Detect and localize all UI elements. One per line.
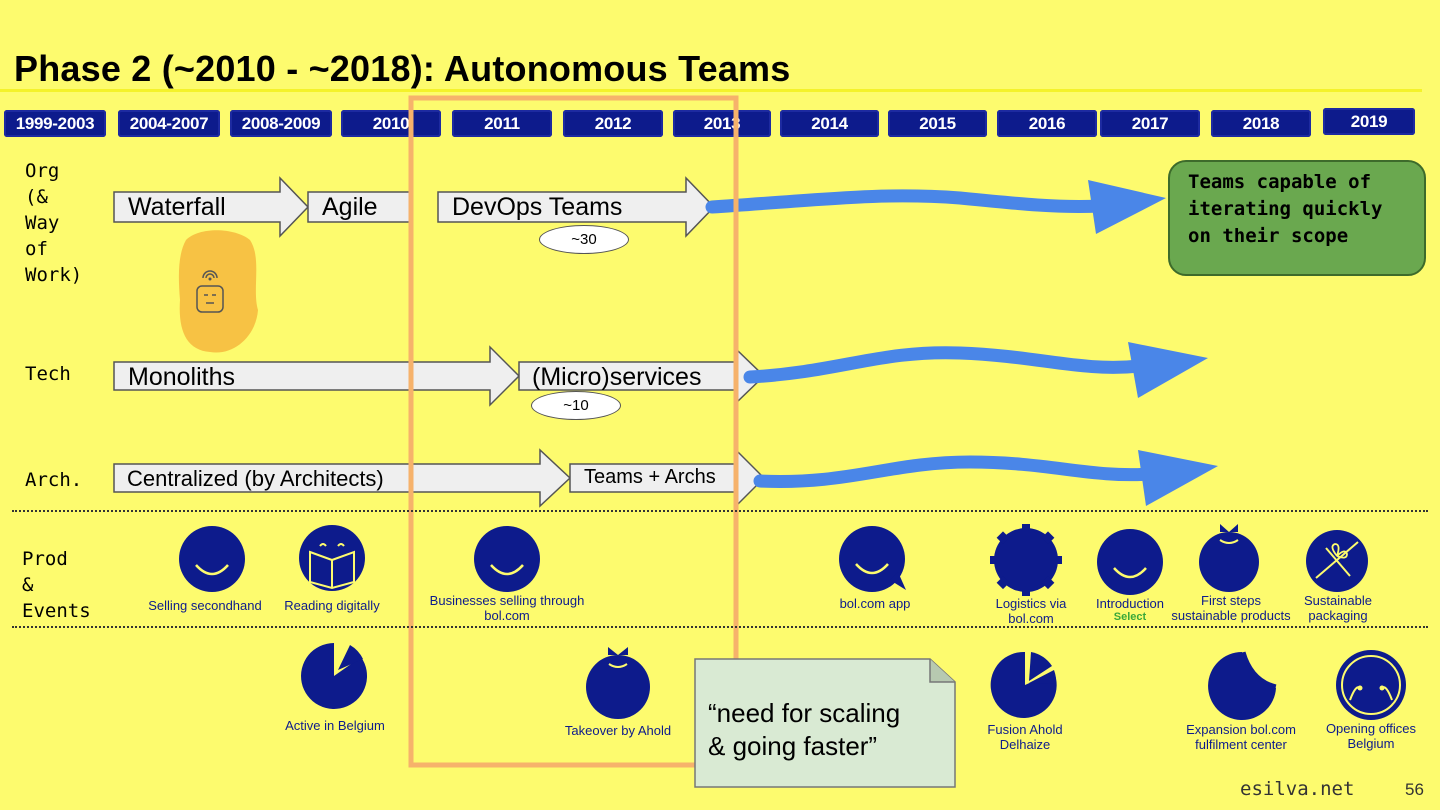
caption-active-belgium: Active in Belgium <box>285 718 385 733</box>
caption-expansion-fulfilment: Expansion bol.com fulfilment center <box>1186 722 1296 752</box>
chat-smile-icon <box>839 526 906 592</box>
caption-opening-offices: Opening offices Belgium <box>1325 721 1417 751</box>
arrow-waterfall <box>113 176 310 238</box>
arrow-label-centralized: Centralized (by Architects) <box>127 466 384 491</box>
caption-reading-digitally: Reading digitally <box>284 598 380 613</box>
orange-blob <box>178 230 258 353</box>
smile-ring-icon <box>1336 650 1406 720</box>
caption-introduction: Introduction <box>1096 596 1164 611</box>
robot-icon <box>196 270 224 313</box>
caption-takeover-ahold: Takeover by Ahold <box>564 723 672 738</box>
caption-sustainable-products: First steps sustainable products <box>1171 593 1291 623</box>
arrow-label-teams-archs: Teams + Archs <box>584 466 716 488</box>
smile-icon <box>1097 529 1163 595</box>
blue-arrowhead-tech <box>1128 342 1208 398</box>
separator-top <box>12 510 1428 512</box>
quote-note-shape <box>694 658 956 788</box>
arrow-label-microservices: (Micro)services <box>532 363 702 391</box>
row-label-org: Org (& Way of Work) <box>25 160 83 286</box>
arrow-label-devops: DevOps Teams <box>452 193 623 221</box>
row-label-arch: Arch. <box>25 469 83 491</box>
arrow-label-agile: Agile <box>322 193 378 221</box>
arrow-devops <box>437 176 716 238</box>
smile-icon <box>474 526 540 592</box>
year-2015: 2015 <box>888 110 987 137</box>
caption-selling-secondhand: Selling secondhand <box>148 598 262 613</box>
year-2018: 2018 <box>1211 110 1311 137</box>
book-smile-icon <box>299 525 365 591</box>
year-2008-2009: 2008-2009 <box>230 110 332 137</box>
year-2016: 2016 <box>997 110 1097 137</box>
separator-bottom <box>12 626 1428 628</box>
arrow-label-monoliths: Monoliths <box>128 363 235 391</box>
footer-site: esilva.net <box>1240 778 1355 800</box>
highlight-frame <box>408 95 739 768</box>
year-2014: 2014 <box>780 110 879 137</box>
row-label-tech: Tech <box>25 363 71 385</box>
quote-text: “need for scaling & going faster” <box>708 698 901 761</box>
year-2012: 2012 <box>563 110 663 137</box>
devops-teams-count-badge: ~30 <box>539 225 629 254</box>
bag-icon <box>1199 524 1259 592</box>
blue-arrow-tech <box>743 346 1147 384</box>
gear-icon <box>990 524 1062 596</box>
bag-icon <box>586 647 650 719</box>
pie-icon <box>990 651 1057 718</box>
year-2013: 2013 <box>673 110 771 137</box>
year-2004-2007: 2004-2007 <box>118 110 220 137</box>
blue-arrow-org <box>705 189 1107 214</box>
year-2011: 2011 <box>452 110 552 137</box>
services-count-badge: ~10 <box>531 391 621 420</box>
arrow-monoliths <box>113 345 521 407</box>
caption-fusion-ahold: Fusion Ahold Delhaize <box>987 722 1063 752</box>
row-label-prod: Prod & Events <box>22 548 91 622</box>
arrow-label-waterfall: Waterfall <box>128 193 226 221</box>
outcome-box: Teams capable of iterating quickly on th… <box>1168 160 1426 276</box>
caption-sustainable-packaging: Sustainable packaging <box>1304 593 1372 623</box>
caption-businesses-selling: Businesses selling through bol.com <box>429 593 585 623</box>
smile-icon <box>179 526 245 592</box>
slide-title: Phase 2 (~2010 - ~2018): Autonomous Team… <box>14 48 791 89</box>
arrow-centralized <box>113 448 572 508</box>
year-2017: 2017 <box>1100 110 1200 137</box>
year-2019: 2019 <box>1323 108 1415 135</box>
year-1999-2003: 1999-2003 <box>4 110 106 137</box>
sticker-icon <box>1208 651 1277 720</box>
year-2010: 2010 <box>341 110 441 137</box>
page-number: 56 <box>1405 780 1424 799</box>
caption-introduction-select: Select <box>1113 611 1147 623</box>
pie-icon <box>301 643 368 709</box>
blue-arrow-arch <box>753 455 1157 488</box>
caption-bolcom-app: bol.com app <box>839 596 911 611</box>
blue-arrowhead-arch <box>1138 450 1218 506</box>
gift-icon <box>1306 530 1368 592</box>
caption-logistics: Logistics via bol.com <box>995 596 1067 626</box>
blue-arrowhead-org <box>1088 180 1166 234</box>
title-underline <box>0 89 1422 92</box>
